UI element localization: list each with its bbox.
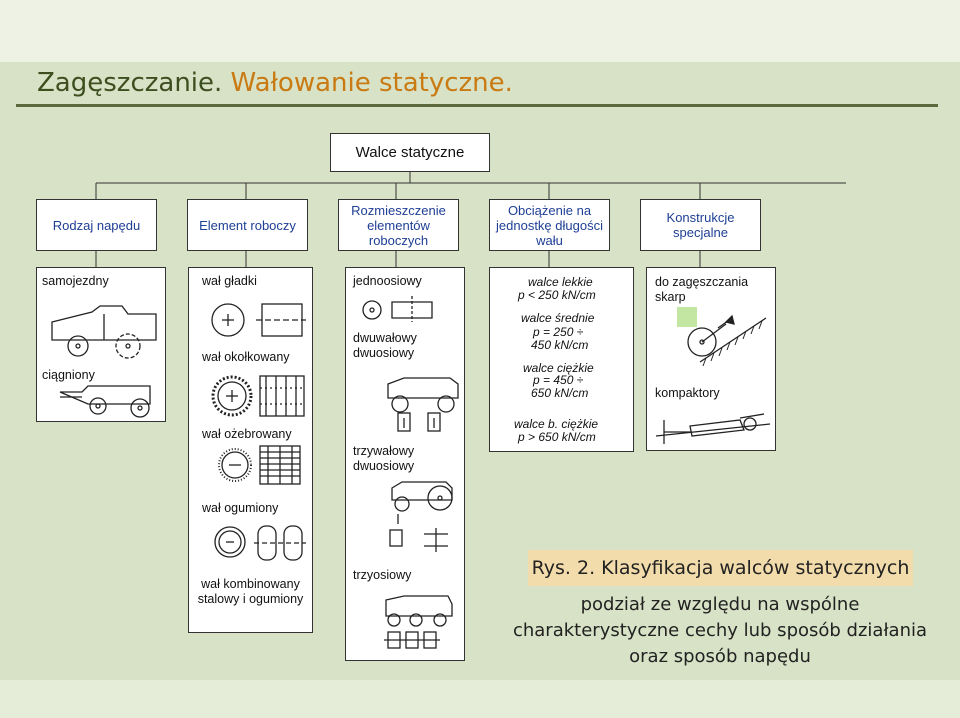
header-element-label: Element roboczy (199, 217, 296, 233)
header-element: Element roboczy (187, 199, 308, 251)
drive-towed: ciągniony (42, 368, 95, 382)
root-box: Walce statyczne (330, 133, 490, 172)
header-drive-label: Rodzaj napędu (52, 217, 141, 233)
note-line-1: podział ze względu na wspólne (580, 594, 860, 615)
load-very-heavy-range: p > 650 kN/cm (518, 430, 596, 444)
compactor-icon (655, 413, 771, 444)
single-axle-icon (362, 296, 433, 322)
element-combined-label: wał kombinowany stalowy i ogumiony (197, 577, 304, 606)
top-strip (0, 0, 960, 62)
header-load: Obciążenie na jednostkę długości wału (489, 199, 610, 251)
special-slopes: do zagęszczania skarp (655, 275, 773, 305)
green-marker (677, 307, 697, 327)
element-combined: wał kombinowany stalowy i ogumiony (190, 577, 311, 607)
arrangement-column (345, 267, 465, 661)
load-heavy-range-a: p = 450 ÷ (533, 373, 584, 387)
note-line-2: charakterystyczne cechy lub sposób dział… (512, 620, 928, 641)
element-pneumatic: wał ogumiony (202, 501, 279, 515)
slide-title: Zagęszczanie. Wałowanie statyczne. (37, 68, 513, 98)
special-compactors: kompaktory (655, 386, 720, 400)
load-medium-range-b: 450 kN/cm (531, 338, 589, 352)
note-line-3: oraz sposób napędu (629, 646, 811, 667)
load-light-name: walce lekkie (528, 275, 593, 289)
root-label: Walce statyczne (355, 144, 465, 161)
arrangement-three-roll-label: trzywałowy dwuosiowy (353, 444, 415, 473)
load-column (489, 267, 634, 452)
arrangement-three-axle: trzyosiowy (353, 568, 412, 582)
load-medium-range-a: p = 250 ÷ (533, 325, 584, 339)
padfoot-drum-icon (211, 375, 305, 417)
load-heavy-name: walce ciężkie (523, 361, 594, 375)
load-light-range: p < 250 kN/cm (518, 288, 596, 302)
two-roll-two-axle-icon (387, 377, 459, 432)
bottom-strip (0, 680, 960, 718)
self-propelled-roller-icon (51, 305, 157, 359)
three-roll-two-axle-icon (389, 481, 453, 552)
title-underline (16, 104, 938, 107)
header-special-label: Konstrukcje specjalne (666, 210, 735, 240)
three-axle-icon (384, 595, 453, 649)
slope-roller-icon (687, 314, 767, 367)
header-load-label: Obciążenie na jednostkę długości wału (496, 202, 603, 248)
towed-roller-icon (59, 385, 151, 418)
arrangement-two-roll-label: dwuwałowy dwuosiowy (353, 331, 417, 360)
header-special: Konstrukcje specjalne (640, 199, 761, 251)
header-arrangement-label: Rozmieszczenie elementów roboczych (351, 202, 446, 248)
header-drive: Rodzaj napędu (36, 199, 157, 251)
load-heavy-range-b: 650 kN/cm (531, 386, 589, 400)
element-ribbed: wał ożebrowany (202, 427, 292, 441)
load-medium-name: walce średnie (521, 311, 595, 325)
header-arrangement: Rozmieszczenie elementów roboczych (338, 199, 459, 251)
ribbed-drum-icon (218, 445, 301, 485)
pneumatic-tyre-icon (214, 525, 306, 561)
title-accent: Wałowanie statyczne. (230, 68, 513, 98)
special-slopes-label: do zagęszczania skarp (655, 275, 749, 304)
arrangement-two-roll-two-axle: dwuwałowy dwuosiowy (353, 331, 433, 361)
arrangement-three-roll-two-axle: trzywałowy dwuosiowy (353, 444, 433, 474)
element-smooth: wał gładki (202, 274, 257, 288)
drive-column (36, 267, 166, 422)
load-very-heavy-name: walce b. ciężkie (514, 417, 599, 431)
smooth-drum-icon (211, 303, 306, 337)
element-padfoot: wał okołkowany (202, 350, 290, 364)
arrangement-single-axle: jednoosiowy (353, 274, 422, 288)
drive-self-propelled: samojezdny (42, 274, 109, 288)
figure-caption: Rys. 2. Klasyfikacja walców statycznych (528, 550, 913, 586)
title-main: Zagęszczanie. (37, 68, 223, 98)
